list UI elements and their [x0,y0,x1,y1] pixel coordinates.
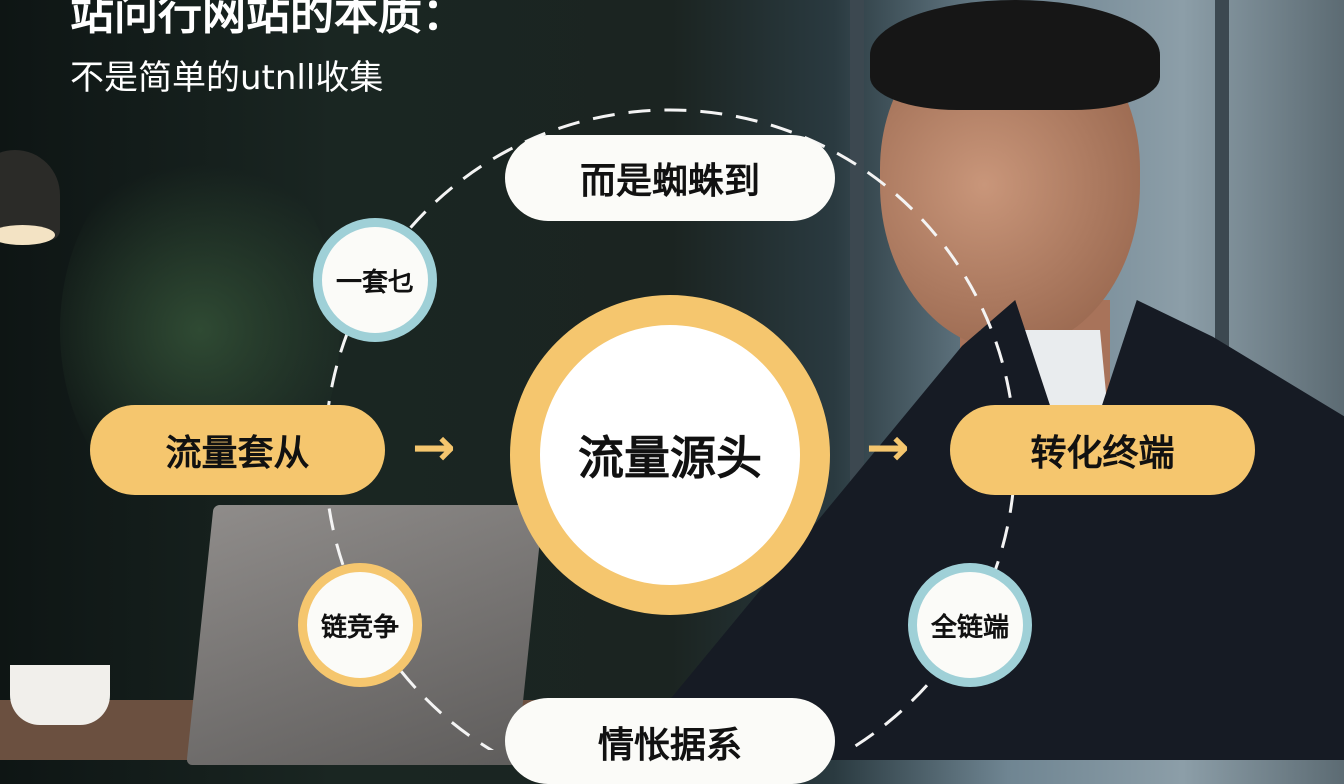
coffee-cup [10,665,110,725]
node-bottom: 情怅据系 [505,698,835,784]
arrow-right-icon: → [412,418,456,478]
center-node: 流量源头 [510,295,830,615]
bubble-top-left: 一套乜 [313,218,437,342]
bubble-bottom-right: 全链端 [908,563,1032,687]
bubble-bottom-left: 链竞争 [298,563,422,687]
page-subtitle: 不是简单的utnll收集 [70,58,384,98]
node-top: 而是蜘蛛到 [505,135,835,221]
page-title: 站问行网站的本质： [70,0,466,40]
node-right: 转化终端 [950,405,1255,495]
node-left: 流量套从 [90,405,385,495]
lamp-light [0,225,55,245]
person-hair [870,0,1160,110]
arrow-right-icon: → [866,418,910,478]
